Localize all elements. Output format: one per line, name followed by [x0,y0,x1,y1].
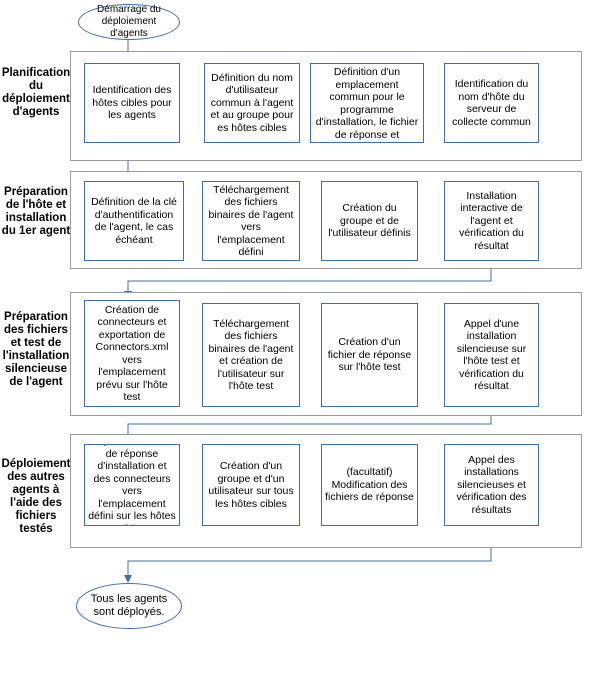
start-node: Démarrage du déploiement d'agents [78,4,180,40]
stage-4-label: Déploiement des autres agents à l'aide d… [1,458,71,535]
stage-1-step-4: Identification du nom d'hôte du serveur … [444,63,539,143]
end-node: Tous les agents sont déployés. [76,583,182,629]
stage-1-step-2: Définition du nom d'utilisateur commun à… [204,63,300,143]
stage-4-step-2: Création d'un groupe et d'un utilisateur… [202,444,300,526]
stage-3-step-2: Téléchargement des fichiers binaires de … [202,303,300,407]
stage-4-step-4: Appel des installations silencieuses et … [444,444,539,526]
start-label: Démarrage du déploiement d'agents [97,4,161,39]
stage-4-step-3: (facultatif) Modification des fichiers d… [321,444,418,526]
stage-1-label: Planification du déploiement d'agents [1,67,71,118]
stage-3-step-3: Création d'un fichier de réponse sur l'h… [321,303,418,407]
stage-2-step-4: Installation interactive de l'agent et v… [444,181,539,261]
stage-3-step-1: Création de connecteurs et exportation d… [84,300,180,407]
stage-2-step-2: Téléchargement des fichiers binaires de … [202,181,300,261]
stage-1-step-3: Définition d'un emplacement commun pour … [310,63,424,143]
stage-1-step-1: Identification des hôtes cibles pour les… [84,63,180,143]
stage-2-step-3: Création du groupe et de l'utilisateur d… [321,181,418,261]
stage-4-step-1: Copie des fichiers de réponse d'installa… [84,444,180,526]
stage-3-label: Préparation des fichiers et test de l'in… [2,311,70,388]
stage-2-label: Préparation de l'hôte et installation du… [1,186,71,237]
stage-3-step-4: Appel d'une installation silencieuse sur… [444,303,539,407]
end-label: Tous les agents sont déployés. [90,593,168,618]
stage-2-step-1: Définition de la clé d'authentification … [84,181,184,261]
